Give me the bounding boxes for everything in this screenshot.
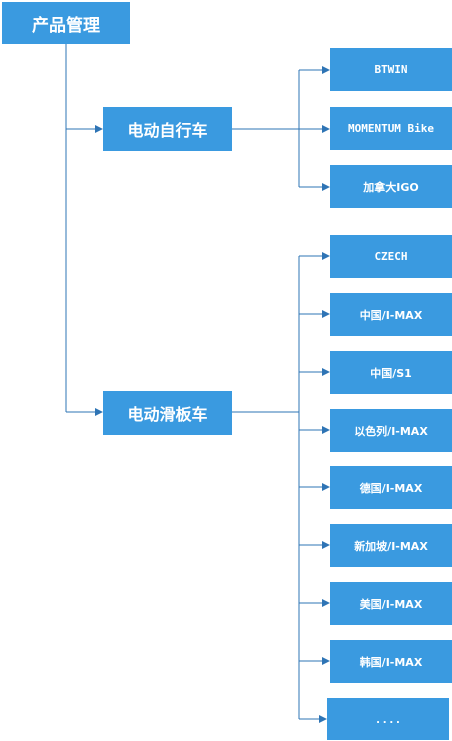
leaf-node: 韩国/I-MAX	[330, 640, 452, 683]
leaf-node: MOMENTUM Bike	[330, 107, 452, 150]
root-node: 产品管理	[2, 2, 130, 44]
leaf-node: 德国/I-MAX	[330, 466, 452, 509]
leaf-node: BTWIN	[330, 48, 452, 91]
leaf-node: CZECH	[330, 235, 452, 278]
category-label: 电动滑板车	[127, 405, 208, 424]
category-label: 电动自行车	[127, 121, 208, 140]
leaf-node: ....	[327, 698, 449, 740]
category-node-electric-scooter: 电动滑板车	[103, 391, 232, 435]
category-node-electric-bike: 电动自行车	[103, 107, 232, 151]
leaf-node: 中国/S1	[330, 351, 452, 394]
leaf-node: 以色列/I-MAX	[330, 409, 452, 452]
leaf-node: 美国/I-MAX	[330, 582, 452, 625]
leaf-node: 加拿大IGO	[330, 165, 452, 208]
root-label: 产品管理	[32, 15, 100, 36]
leaf-node: 中国/I-MAX	[330, 293, 452, 336]
leaf-node: 新加坡/I-MAX	[330, 524, 452, 567]
